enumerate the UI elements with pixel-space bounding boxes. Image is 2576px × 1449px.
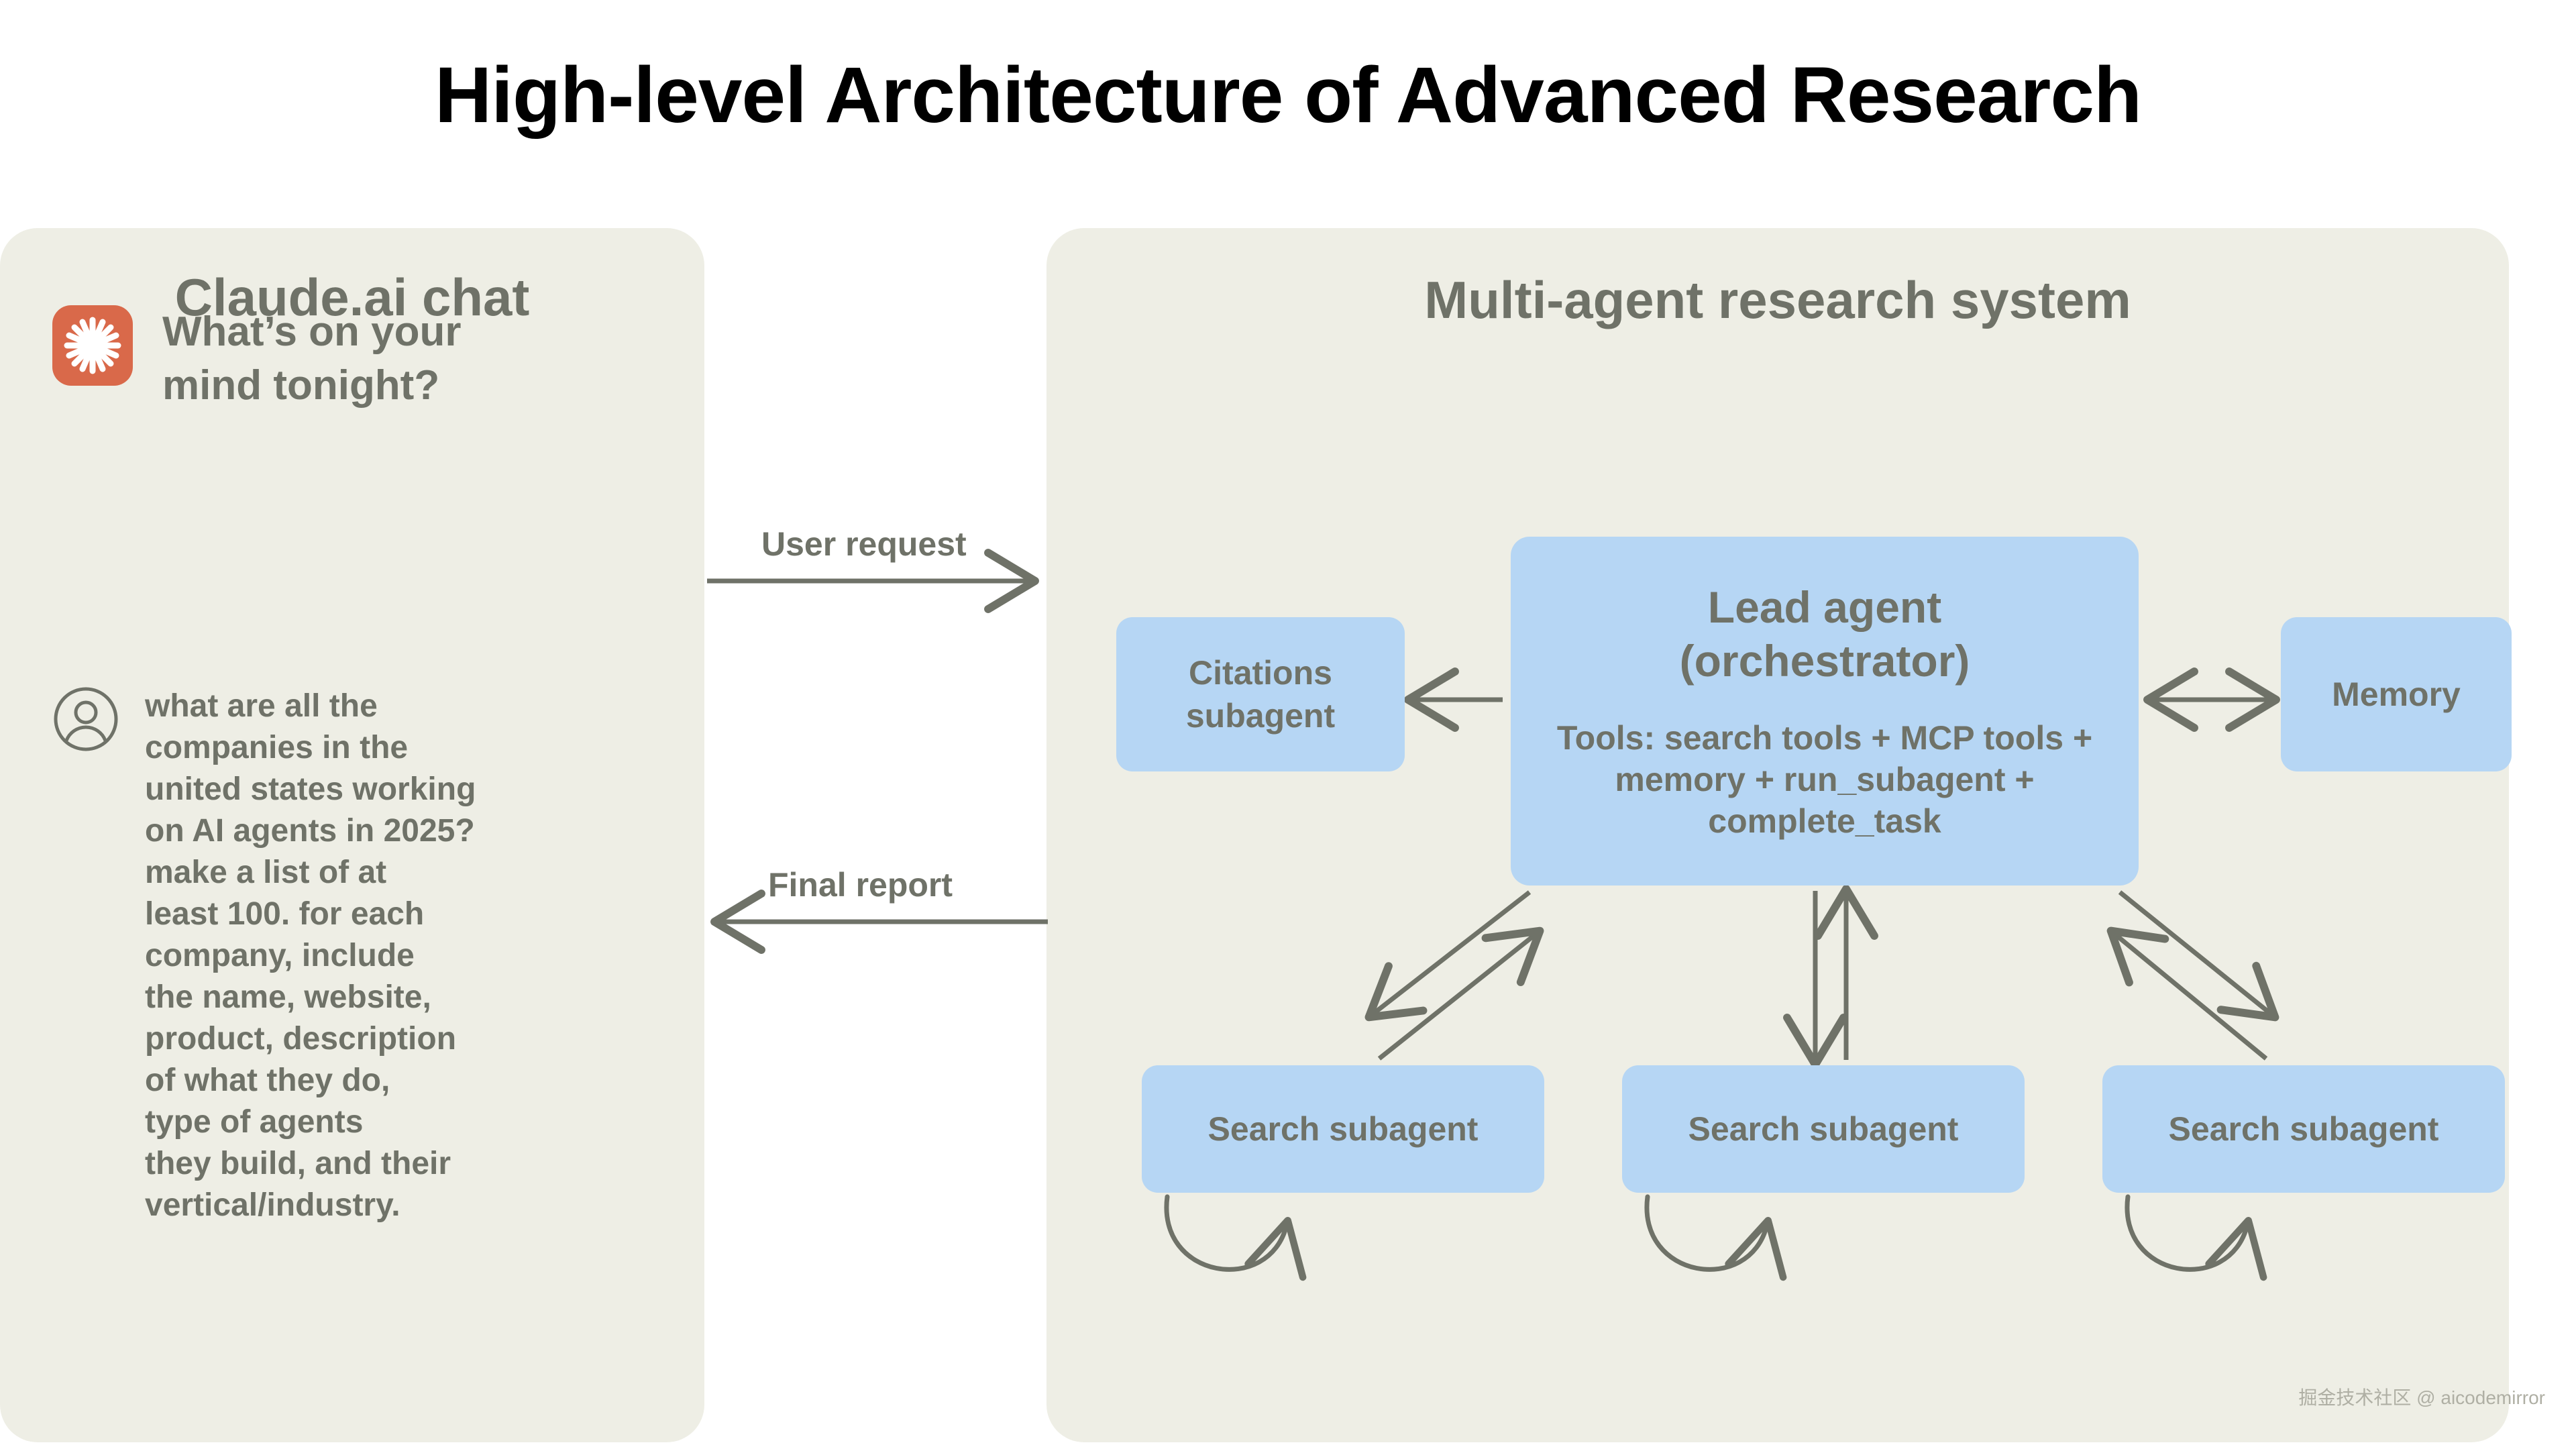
chat-user-message-row: what are all the companies in the united…: [52, 686, 541, 1226]
chat-greeting-row: What’s on your mind tonight?: [52, 305, 538, 413]
node-search-subagent-1[interactable]: Search subagent: [1142, 1065, 1544, 1193]
claude-chat-panel-heading: Claude.ai chat: [174, 268, 530, 327]
node-lead-agent-tools: Tools: search tools + MCP tools + memory…: [1556, 719, 2093, 840]
watermark: 掘金技术社区 @ aicodemirror: [2298, 1387, 2545, 1408]
chat-greeting-text: What’s on your mind tonight?: [162, 309, 462, 409]
final-report-label: Final report: [768, 866, 953, 904]
node-citations-subagent[interactable]: Citations subagent: [1116, 617, 1405, 771]
user-request-label: User request: [761, 525, 967, 563]
page-title: High-level Architecture of Advanced Rese…: [434, 51, 2142, 140]
claude-chat-panel: Claude.ai chat: [0, 228, 704, 1442]
node-lead-agent[interactable]: Lead agent (orchestrator) Tools: search …: [1511, 537, 2139, 885]
user-circle-icon: [52, 686, 119, 753]
node-search-subagent-2[interactable]: Search subagent: [1622, 1065, 2025, 1193]
node-search-subagent-3[interactable]: Search subagent: [2102, 1065, 2505, 1193]
node-lead-agent-title: Lead agent (orchestrator): [1679, 582, 1970, 686]
claude-starburst-icon: [52, 305, 133, 386]
multi-agent-system-panel-heading: Multi-agent research system: [1424, 270, 2131, 329]
node-memory[interactable]: Memory: [2281, 617, 2512, 771]
chat-user-message-text: what are all the companies in the united…: [145, 688, 476, 1223]
